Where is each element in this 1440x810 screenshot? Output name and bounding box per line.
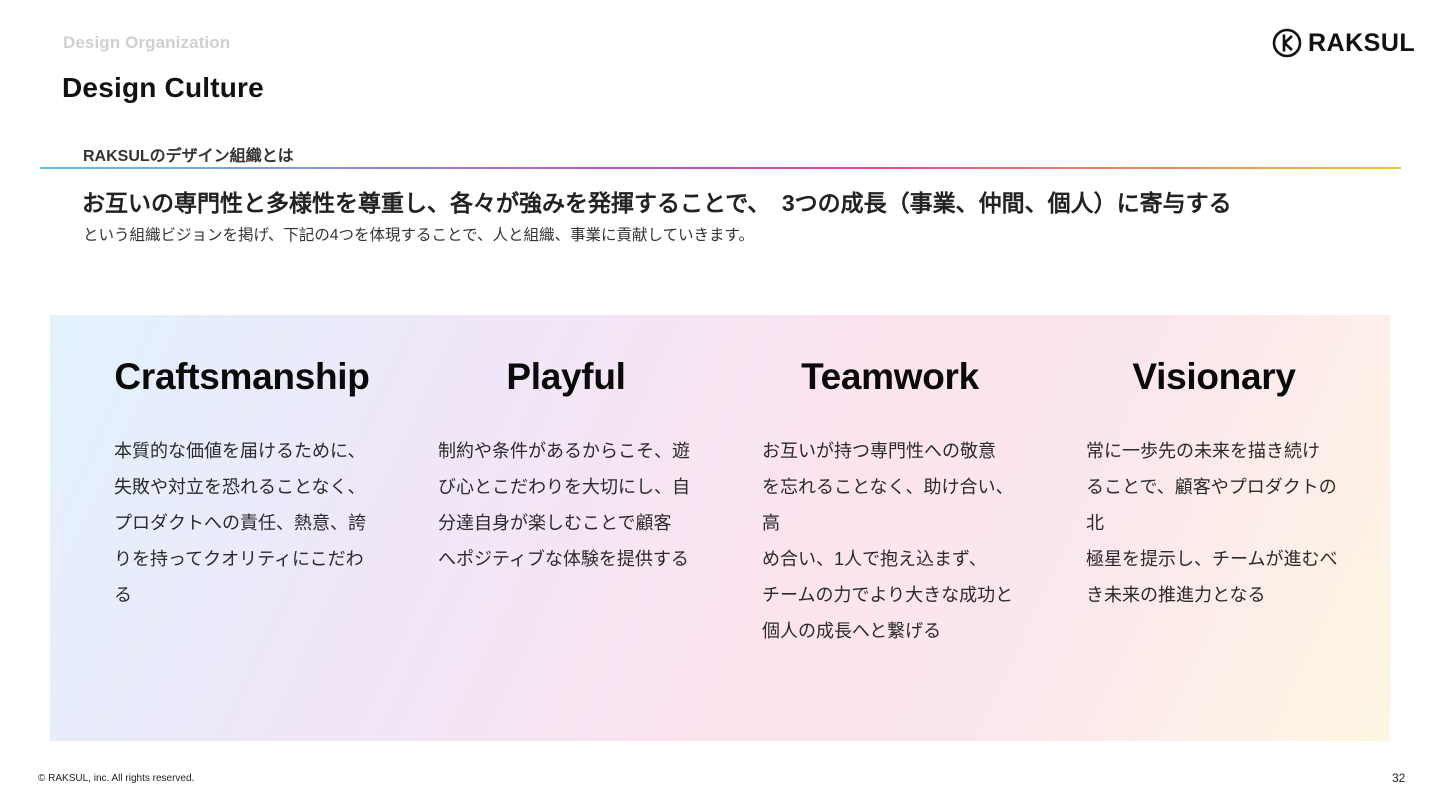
page-title: Design Culture [62,72,264,103]
value-title: Visionary [1132,356,1296,397]
page-number: 32 [1392,771,1406,785]
vision-statement: お互いの専門性と多様性を尊重し、各々が強みを発揮することで、 3つの成長（事業、… [82,190,1232,216]
raksul-logo-icon [1272,28,1302,58]
gradient-divider [40,167,1401,169]
value-description: 本質的な価値を届けるために、 失敗や対立を恐れることなく、 プロダクトへの責任、… [114,441,366,605]
logo-wordmark: RAKSUL [1308,28,1416,57]
value-description: お互いが持つ専門性への敬意 を忘れることなく、助け合い、高 め合い、1人で抱え込… [762,441,1014,641]
values-panel: Craftsmanship 本質的な価値を届けるために、 失敗や対立を恐れること… [50,315,1390,741]
value-title: Teamwork [801,356,979,397]
raksul-logo: RAKSUL [1272,27,1415,59]
value-title: Playful [506,356,626,397]
value-description: 常に一歩先の未来を描き続け ることで、顧客やプロダクトの北 極星を提示し、チーム… [1086,441,1338,605]
vision-description: という組織ビジョンを掲げ、下記の4つを体現することで、人と組織、事業に貢献してい… [83,227,754,244]
copyright: © RAKSUL, inc. All rights reserved. [38,773,195,784]
value-title: Craftsmanship [114,356,370,397]
value-description: 制約や条件があるからこそ、遊 び心とこだわりを大切にし、自 分達自身が楽しむこと… [438,441,690,569]
subheading: RAKSULのデザイン組織とは [83,148,294,165]
section-label: Design Organization [63,33,231,52]
